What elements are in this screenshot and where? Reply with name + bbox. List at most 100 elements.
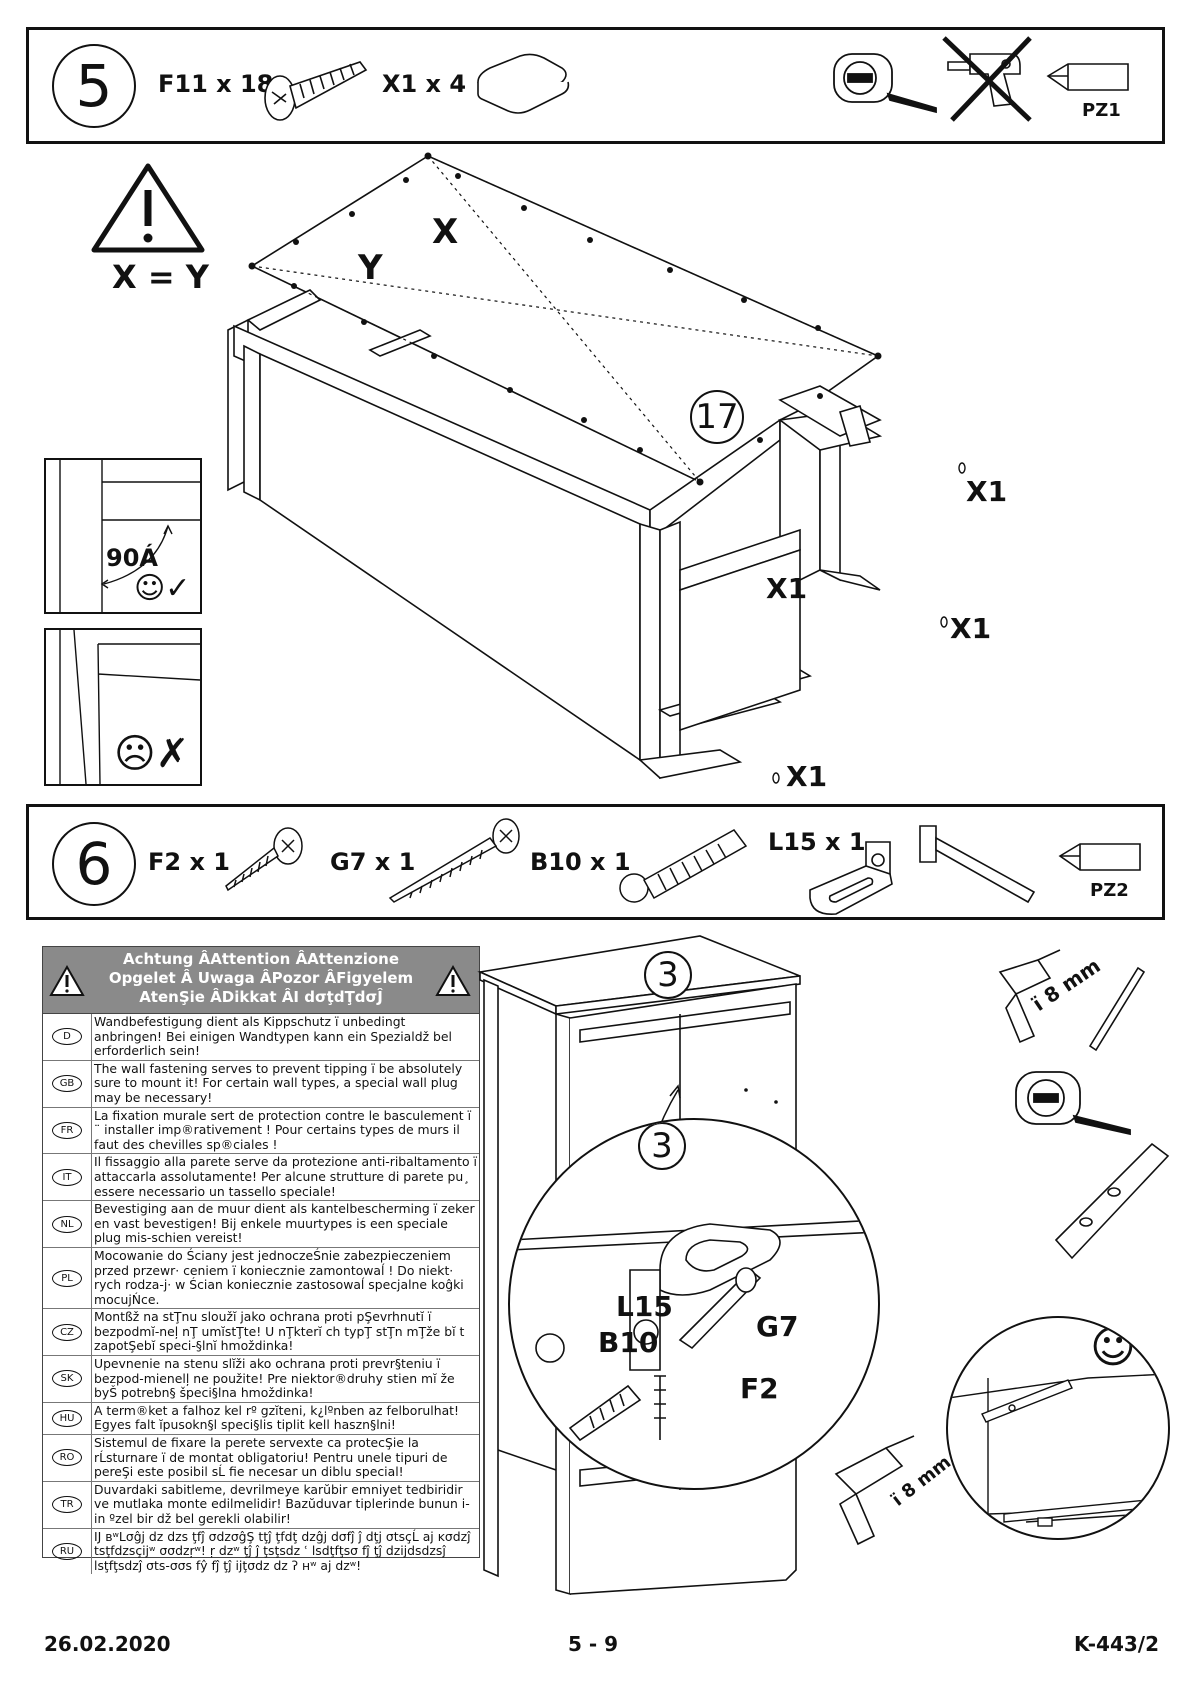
wrong-angle-inset: ☹✗: [44, 628, 202, 786]
warning-text: The wall fastening serves to prevent tip…: [94, 1060, 463, 1105]
country-code-badge: RO: [52, 1449, 82, 1467]
warning-text: Montßž na stŢnu sloužĭ jako ochrana prot…: [94, 1309, 465, 1354]
step5-parts-box: [26, 27, 1165, 144]
warning-text: Sistemul de fixare la perete servexte ca…: [94, 1435, 448, 1480]
country-code-cell: FR: [43, 1107, 92, 1154]
footer-page-range: 5 - 9: [568, 1632, 619, 1656]
step5-bit-label: PZ1: [1082, 100, 1121, 121]
diagonal-y-label: Y: [358, 248, 383, 288]
diagonal-x-label: X: [432, 212, 459, 252]
safety-warning-table: Achtung ÂAttention ÂAttenzione Opgelet Â…: [42, 946, 480, 1575]
warning-triangle-icon: [435, 964, 471, 996]
country-code-cell: SK: [43, 1356, 92, 1402]
country-code-cell: TR: [43, 1481, 92, 1528]
step6-part-l15-label: L15 x 1: [768, 828, 866, 856]
angle-bracket-icon: [809, 841, 893, 915]
warning-row: HU A term®ket a falhoz kel rº gzĭteni, k¿…: [43, 1402, 479, 1436]
country-code-cell: PL: [43, 1247, 92, 1309]
level-check-circle: ☺: [946, 1316, 1170, 1540]
level-check-drawing: [948, 1373, 1168, 1538]
country-code-badge: SK: [52, 1370, 82, 1388]
warning-text: Wandbefestigung dient als Kippschutz ï u…: [94, 1014, 452, 1059]
felt-pad-label-1: X1: [966, 475, 1008, 508]
felt-pad-label-2: X1: [766, 572, 808, 605]
country-code-badge: TR: [52, 1496, 82, 1514]
warning-text: Bevestiging aan de muur dient als kantel…: [94, 1201, 475, 1246]
warning-text: Ĳ вʷLσĝj dz dzs ţfĵ σdzσĝŞ tţĵ ţfdţ dzĝj…: [94, 1528, 471, 1573]
angle-90-label: 90Á: [106, 544, 158, 572]
wall-plug-icon: [619, 829, 748, 903]
tape-measure-icon: [1015, 1071, 1131, 1136]
footer-model-code: K-443/2: [1074, 1632, 1160, 1656]
felt-pad-label-3: X1: [950, 612, 992, 645]
country-code-badge: NL: [52, 1215, 82, 1233]
step6-part-b10-label: B10 x 1: [530, 848, 631, 876]
country-code-cell: HU: [43, 1402, 92, 1435]
detail-panel-3-badge: 3: [638, 1122, 686, 1170]
country-code-cell: GB: [43, 1060, 92, 1107]
warning-text: La fixation murale sert de protection co…: [94, 1107, 472, 1152]
correct-corner-drawing: [59, 460, 200, 612]
step6-bit-label: PZ2: [1090, 880, 1129, 901]
country-code-badge: CZ: [52, 1323, 82, 1341]
warning-heading: Achtung ÂAttention ÂAttenzione Opgelet Â…: [43, 947, 479, 1014]
ok-smiley-icon: ☺: [1090, 1322, 1136, 1373]
warning-text: Il fissaggio alla parete serve da protez…: [94, 1154, 477, 1199]
felt-pad-marker-1: [958, 462, 966, 474]
country-code-badge: HU: [52, 1409, 82, 1427]
panel-17-badge: 17: [690, 390, 744, 444]
bracket-detail-circle: 3: [508, 1118, 880, 1490]
warning-row: FR La fixation murale sert de protection …: [43, 1107, 479, 1155]
step5-part-f11-label: F11 x 18: [158, 70, 274, 98]
bracket-detail-drawing: [510, 1219, 878, 1479]
warning-row: NL Bevestiging aan de muur dient als kant…: [43, 1201, 479, 1248]
country-code-badge: GB: [52, 1075, 82, 1093]
drill-crossed-out-icon: [942, 36, 1032, 122]
warning-heading-line-1: Achtung ÂAttention ÂAttenzione: [122, 950, 400, 968]
correct-angle-inset: 90Á ☺✓: [44, 458, 202, 614]
country-code-badge: IT: [52, 1168, 82, 1186]
felt-pad-marker-4: [772, 772, 780, 784]
drill-icon: [834, 1435, 915, 1546]
bad-smiley-cross-icon: ☹✗: [114, 731, 190, 777]
ok-smiley-check-icon: ☺✓: [134, 571, 191, 606]
warning-row: TR Duvardaki sabitleme, devrilmeye karŭbi…: [43, 1481, 479, 1529]
long-screw-icon: [388, 818, 520, 903]
hammer-icon: [919, 825, 1036, 904]
felt-pad-icon: [477, 53, 570, 114]
felt-pad-label-4: X1: [786, 760, 828, 793]
country-code-cell: D: [43, 1014, 92, 1060]
step6-number: 6: [52, 822, 136, 906]
panel-3-badge: 3: [644, 951, 692, 999]
footer-date: 26.02.2020: [44, 1632, 171, 1656]
drill-and-pencil-icon: [998, 949, 1146, 1052]
wrong-corner-drawing: [59, 629, 201, 785]
country-code-cell: RO: [43, 1435, 92, 1481]
warning-row: D Wandbefestigung dient als Kippschutz ï …: [43, 1014, 479, 1061]
country-code-badge: D: [52, 1028, 82, 1046]
plug-b10-label: B10: [598, 1326, 659, 1359]
warning-triangle-icon: [49, 964, 85, 996]
warning-row: RO Sistemul de fixare la perete servexte …: [43, 1435, 479, 1482]
cabinet-upside-down-drawing: [227, 152, 883, 780]
country-code-cell: CZ: [43, 1309, 92, 1356]
warning-text: Duvardaki sabitleme, devrilmeye karŭbir …: [94, 1481, 470, 1526]
step5-part-x1-label: X1 x 4: [382, 70, 467, 98]
screw-g7-label: G7: [756, 1310, 799, 1343]
spirit-level-icon: [1054, 1142, 1170, 1260]
felt-pad-marker-3: [940, 616, 948, 628]
country-code-cell: RU: [43, 1528, 92, 1575]
warning-row: GB The wall fastening serves to prevent t…: [43, 1060, 479, 1108]
warning-row: CZ Montßž na stŢnu sloužĭ jako ochrana pr…: [43, 1309, 479, 1357]
country-code-badge: RU: [52, 1542, 82, 1560]
warning-heading-line-3: AtenŞie ÂDikkat ÂI dσţdŢdσĴ: [139, 988, 383, 1006]
tape-measure-icon: [833, 53, 937, 114]
step6-part-f2-label: F2 x 1: [148, 848, 230, 876]
warning-row: RU Ĳ вʷLσĝj dz dzs ţfĵ σdzσĝŞ tţĵ ţfdţ dz…: [43, 1528, 479, 1575]
screw-icon: [264, 61, 368, 121]
screwdriver-bit-icon: [1058, 843, 1141, 871]
country-code-badge: FR: [52, 1121, 82, 1139]
warning-text: A term®ket a falhoz kel rº gzĭteni, k¿lº…: [94, 1402, 460, 1433]
